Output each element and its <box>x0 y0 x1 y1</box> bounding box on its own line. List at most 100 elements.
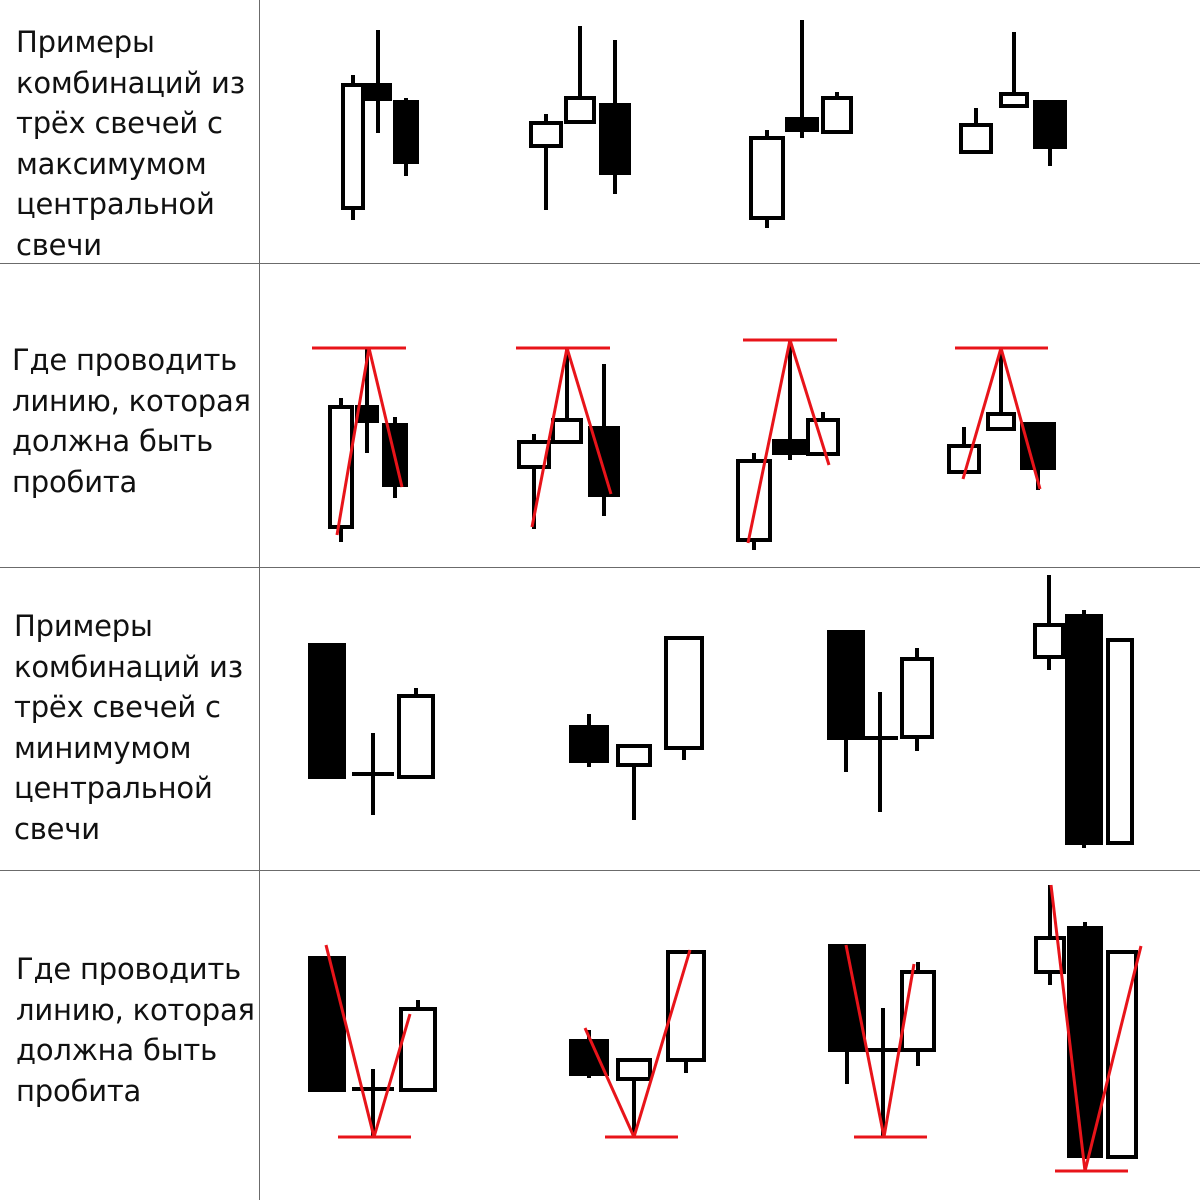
label-line: должна быть <box>16 1033 217 1067</box>
bullish-candle <box>529 114 563 210</box>
row-label-1: Примеры комбинаций из трёх свечей с макс… <box>16 22 251 265</box>
bearish-candle <box>599 40 631 194</box>
bullish-candle <box>959 108 993 154</box>
label-line: Примеры <box>14 609 153 643</box>
label-line: линию, которая <box>16 992 255 1027</box>
bullish-candle <box>821 92 853 134</box>
guide-line <box>1049 884 1087 1172</box>
bullish-candle <box>341 75 365 220</box>
bullish-candle <box>999 32 1029 108</box>
bearish-candle <box>772 340 808 460</box>
candle-body <box>1065 614 1103 845</box>
bearish-candle <box>308 643 346 779</box>
bearish-candle <box>569 1030 609 1078</box>
guide-line <box>367 347 404 488</box>
candle-body <box>821 96 853 134</box>
bullish-candle <box>328 398 354 542</box>
guide-line <box>335 347 371 536</box>
candle-body <box>827 630 865 740</box>
label-line: свечи <box>14 811 100 846</box>
candle-body <box>393 100 419 164</box>
candle-body <box>328 405 354 529</box>
bullish-candle <box>736 453 772 550</box>
candle-body <box>947 444 981 474</box>
bearish-candle <box>393 98 419 176</box>
candle-body <box>1106 638 1134 845</box>
guide-line <box>372 1013 412 1138</box>
label-line: пробита <box>16 1073 142 1108</box>
candle-body <box>399 1007 437 1092</box>
candle-body <box>1033 100 1067 149</box>
candle-body <box>986 412 1016 431</box>
candle-body <box>828 944 866 1052</box>
guide-line <box>746 339 792 544</box>
row-divider-1 <box>0 263 1200 264</box>
candle-body <box>616 1058 652 1081</box>
candle-body <box>529 121 563 148</box>
bullish-candle <box>616 1058 652 1137</box>
label-line: Примеры <box>16 25 155 59</box>
bearish-candle <box>569 714 609 767</box>
candle-body <box>999 92 1029 108</box>
row-label-3: Примеры комбинаций из трёх свечей с мини… <box>14 606 249 849</box>
guide-line <box>882 963 916 1138</box>
label-line: пробита <box>12 464 138 499</box>
row-label-4: Где проводить линию, которая должна быть… <box>16 949 255 1111</box>
candle-body <box>564 96 596 124</box>
label-line: комбинаций из <box>14 649 243 684</box>
candle-body <box>664 636 704 750</box>
bullish-candle <box>664 636 704 760</box>
label-line: максимумом <box>16 146 207 181</box>
label-line: центральной <box>14 771 213 805</box>
label-line: минимумом <box>14 730 192 765</box>
guide-line <box>324 944 376 1138</box>
column-divider <box>259 0 260 1200</box>
label-line: комбинаций из <box>16 65 245 100</box>
guide-line <box>632 949 692 1138</box>
candle-body <box>1033 623 1065 659</box>
bearish-candle <box>364 30 392 133</box>
bearish-candle <box>1020 422 1056 490</box>
label-line: линию, которая <box>12 383 251 418</box>
bullish-candle <box>749 130 785 228</box>
bullish-candle <box>666 950 706 1073</box>
bearish-candle <box>785 20 819 138</box>
candle-body <box>599 103 631 175</box>
candle-body <box>772 439 808 455</box>
bullish-candle <box>986 348 1016 431</box>
label-line: свечи <box>16 227 102 262</box>
label-line: Где проводить <box>16 952 242 986</box>
candle-body <box>569 725 609 763</box>
candle-body <box>364 83 392 101</box>
label-line: должна быть <box>12 424 213 458</box>
bullish-candle <box>1106 638 1134 845</box>
bearish-candle <box>1065 610 1103 848</box>
candle-body <box>397 694 435 779</box>
candle-body <box>749 136 785 220</box>
guide-line <box>1083 945 1143 1172</box>
bullish-candle <box>900 648 934 751</box>
bullish-candle <box>947 427 981 474</box>
guide-line <box>583 1027 636 1138</box>
candle-body <box>616 744 652 767</box>
bullish-candle <box>616 744 652 820</box>
guide-line <box>844 944 886 1138</box>
candle-body <box>959 123 993 154</box>
row-divider-2 <box>0 567 1200 568</box>
candle-body <box>308 643 346 779</box>
candle-body <box>785 117 819 132</box>
label-line: трёх свечей с <box>14 690 221 724</box>
label-line: Где проводить <box>12 343 238 377</box>
bullish-candle <box>399 1000 437 1092</box>
bearish-candle <box>827 630 865 772</box>
bearish-candle <box>1033 100 1067 166</box>
guide-line <box>565 347 613 495</box>
bullish-candle <box>551 348 583 444</box>
bullish-candle <box>564 26 596 124</box>
candle-body <box>900 657 934 739</box>
candle-body <box>569 1039 609 1076</box>
candle-body <box>308 956 346 1092</box>
guide-line <box>788 339 831 466</box>
candle-body <box>736 459 772 542</box>
label-line: центральной <box>16 187 215 221</box>
